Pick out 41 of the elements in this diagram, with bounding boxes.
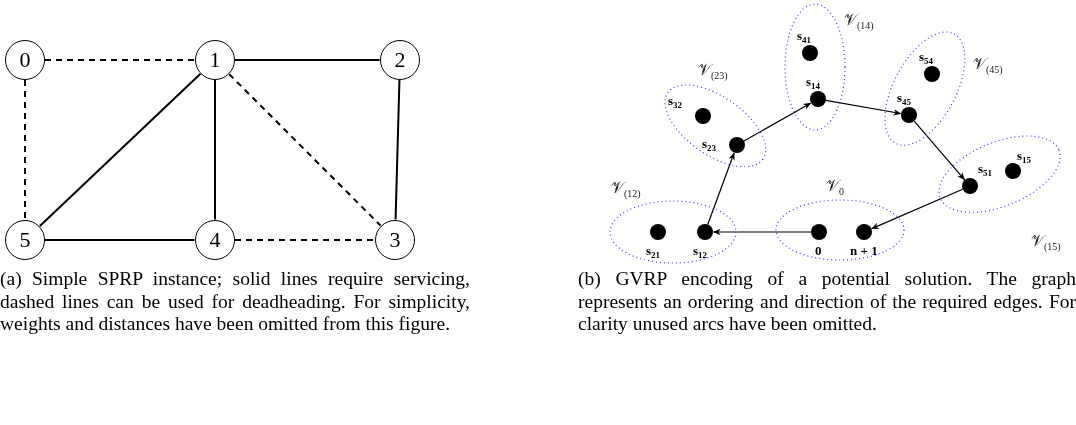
- cluster-label: 𝒱$_{(15)}$: [1031, 233, 1061, 252]
- arrow: [712, 228, 812, 236]
- arrow: [825, 99, 902, 116]
- figure-caption: (b) GVRP encoding of a potential solution. The graph represents an ordering and direction of the required edges. For clarity unused arcs have been omitted.: [578, 268, 1076, 336]
- cluster-label: 𝒱$_{(14)}$: [844, 12, 874, 31]
- graph-edge: [394, 79, 401, 221]
- vertex-label: s$_{14}$: [806, 75, 821, 91]
- cluster-label: 𝒱$_{(45)}$: [973, 56, 1003, 75]
- vertex-label: s$_{54}$: [919, 50, 934, 66]
- vertex-circle: 0: [5, 40, 45, 80]
- vertex-label: n + 1: [850, 244, 878, 257]
- vertex-circle: 4: [195, 220, 235, 260]
- cluster-label: 𝒱$_{0}$: [826, 178, 844, 197]
- vertex-label: s$_{41}$: [797, 29, 812, 45]
- vertex-label: 0: [815, 244, 822, 257]
- vertex-label: s$_{51}$: [978, 162, 993, 178]
- figure-caption: (a) Simple SPRP instance; solid lines require servicing, dashed lines can be used for deadheading. For simplicity, weights and distances have been omitted from this figure.: [0, 268, 470, 336]
- vertex-circle: 2: [380, 40, 420, 80]
- vertex-circle: 1: [195, 40, 235, 80]
- vertex-label: s$_{15}$: [1017, 149, 1032, 165]
- graph-edge: [38, 72, 202, 227]
- arrow: [707, 152, 735, 226]
- graph-edge: [44, 59, 196, 61]
- graph-edge: [214, 79, 216, 221]
- graph-edge: [234, 59, 381, 61]
- graph-edge: [234, 239, 376, 241]
- arrow: [913, 120, 966, 181]
- arrow: [743, 102, 812, 142]
- cluster-label: 𝒱$_{(23)}$: [698, 62, 728, 81]
- graph-edge: [24, 79, 26, 221]
- graph-edge: [228, 73, 382, 227]
- vertex-label: s$_{32}$: [668, 94, 683, 110]
- cluster-label: 𝒱$_{(12)}$: [611, 180, 641, 199]
- vertex-circle: 5: [5, 220, 45, 260]
- vertex-label: s$_{45}$: [897, 91, 912, 107]
- vertex-label: s$_{23}$: [702, 137, 717, 153]
- vertex-label: s$_{12}$: [693, 244, 708, 260]
- vertex-circle: 3: [375, 220, 415, 260]
- graph-edge: [44, 239, 196, 241]
- arrow: [871, 188, 964, 230]
- vertex-label: s$_{21}$: [646, 244, 661, 260]
